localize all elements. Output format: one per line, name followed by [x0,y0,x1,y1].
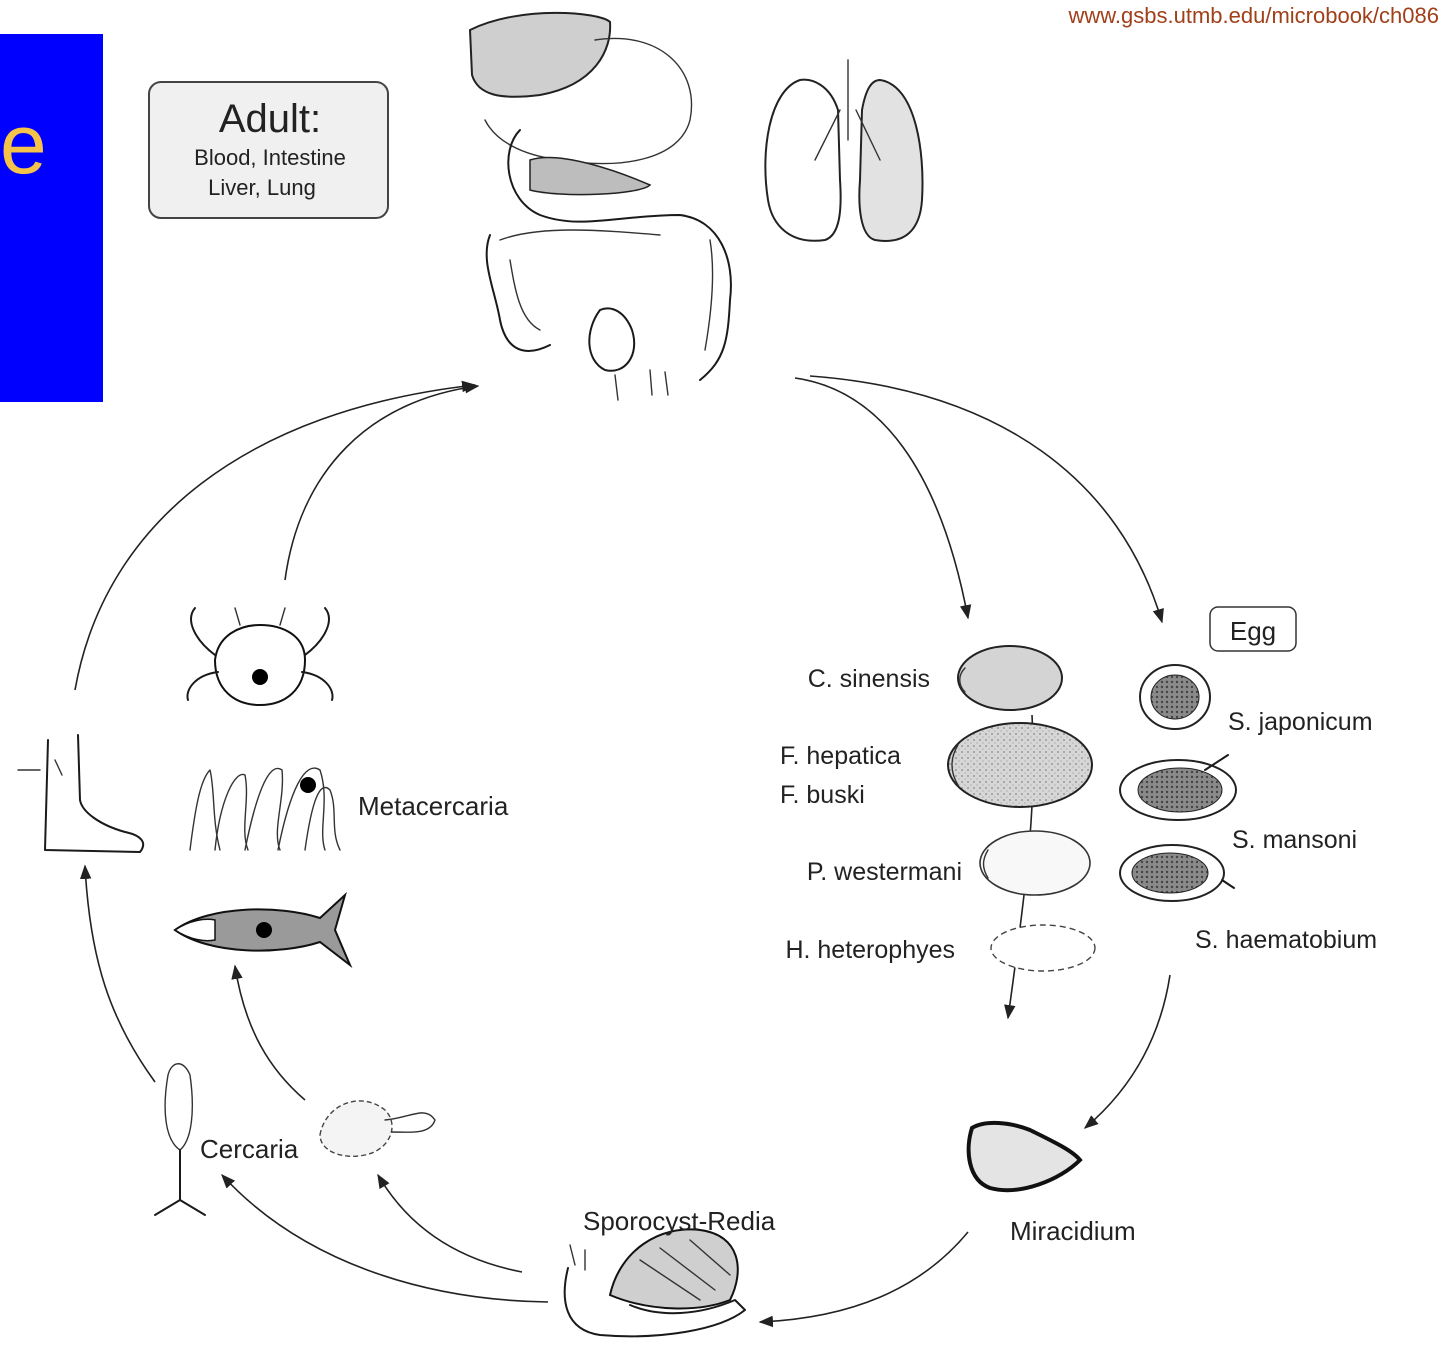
lungs-drawing [764,59,924,242]
label-f-buski: F. buski [780,781,865,809]
label-f-hepatica: F. hepatica [780,742,901,770]
miracidium-drawing [966,1121,1083,1193]
adult-box: Adult: Blood, Intestine Liver, Lung [148,81,389,219]
adult-line-1: Blood, Intestine [194,145,346,170]
egg-p-westermani [979,830,1091,896]
egg-s-haematobium [1119,844,1235,902]
egg-fasciola [947,722,1093,808]
adult-title: Adult: [219,97,321,141]
source-url: www.gsbs.utmb.edu/microbook/ch086 [1068,3,1439,28]
label-s-haematobium: S. haematobium [1195,926,1377,954]
snail-drawing [563,1228,746,1338]
cercaria-drawing [154,1063,436,1216]
label-metacercaria: Metacercaria [358,791,509,821]
label-h-heterophyes: H. heterophyes [785,936,955,964]
crab-drawing [186,607,334,707]
label-p-westermani: P. westermani [807,858,962,886]
egg-label-text: Egg [1230,616,1276,646]
egg-s-mansoni [1119,754,1237,821]
label-s-japonicum: S. japonicum [1228,708,1373,736]
side-tag: e [0,34,103,402]
egg-c-sinensis [957,645,1063,711]
egg-label: Egg [1209,606,1297,652]
human-foot-drawing [17,734,145,853]
egg-h-heterophyes [990,924,1096,972]
label-cercaria: Cercaria [200,1134,299,1164]
label-sporocyst-redia: Sporocyst-Redia [583,1206,776,1236]
fish-drawing [173,891,353,969]
side-tag-letter: e [0,97,47,191]
label-c-sinensis: C. sinensis [808,665,930,693]
label-miracidium: Miracidium [1010,1216,1136,1246]
stomach-intestine-drawing [484,37,732,401]
adult-line-2: Liver, Lung [208,175,316,200]
label-s-mansoni: S. mansoni [1232,826,1357,854]
liver-drawing [468,11,612,98]
vegetation-drawing [189,767,341,851]
egg-s-japonicum [1139,664,1211,730]
